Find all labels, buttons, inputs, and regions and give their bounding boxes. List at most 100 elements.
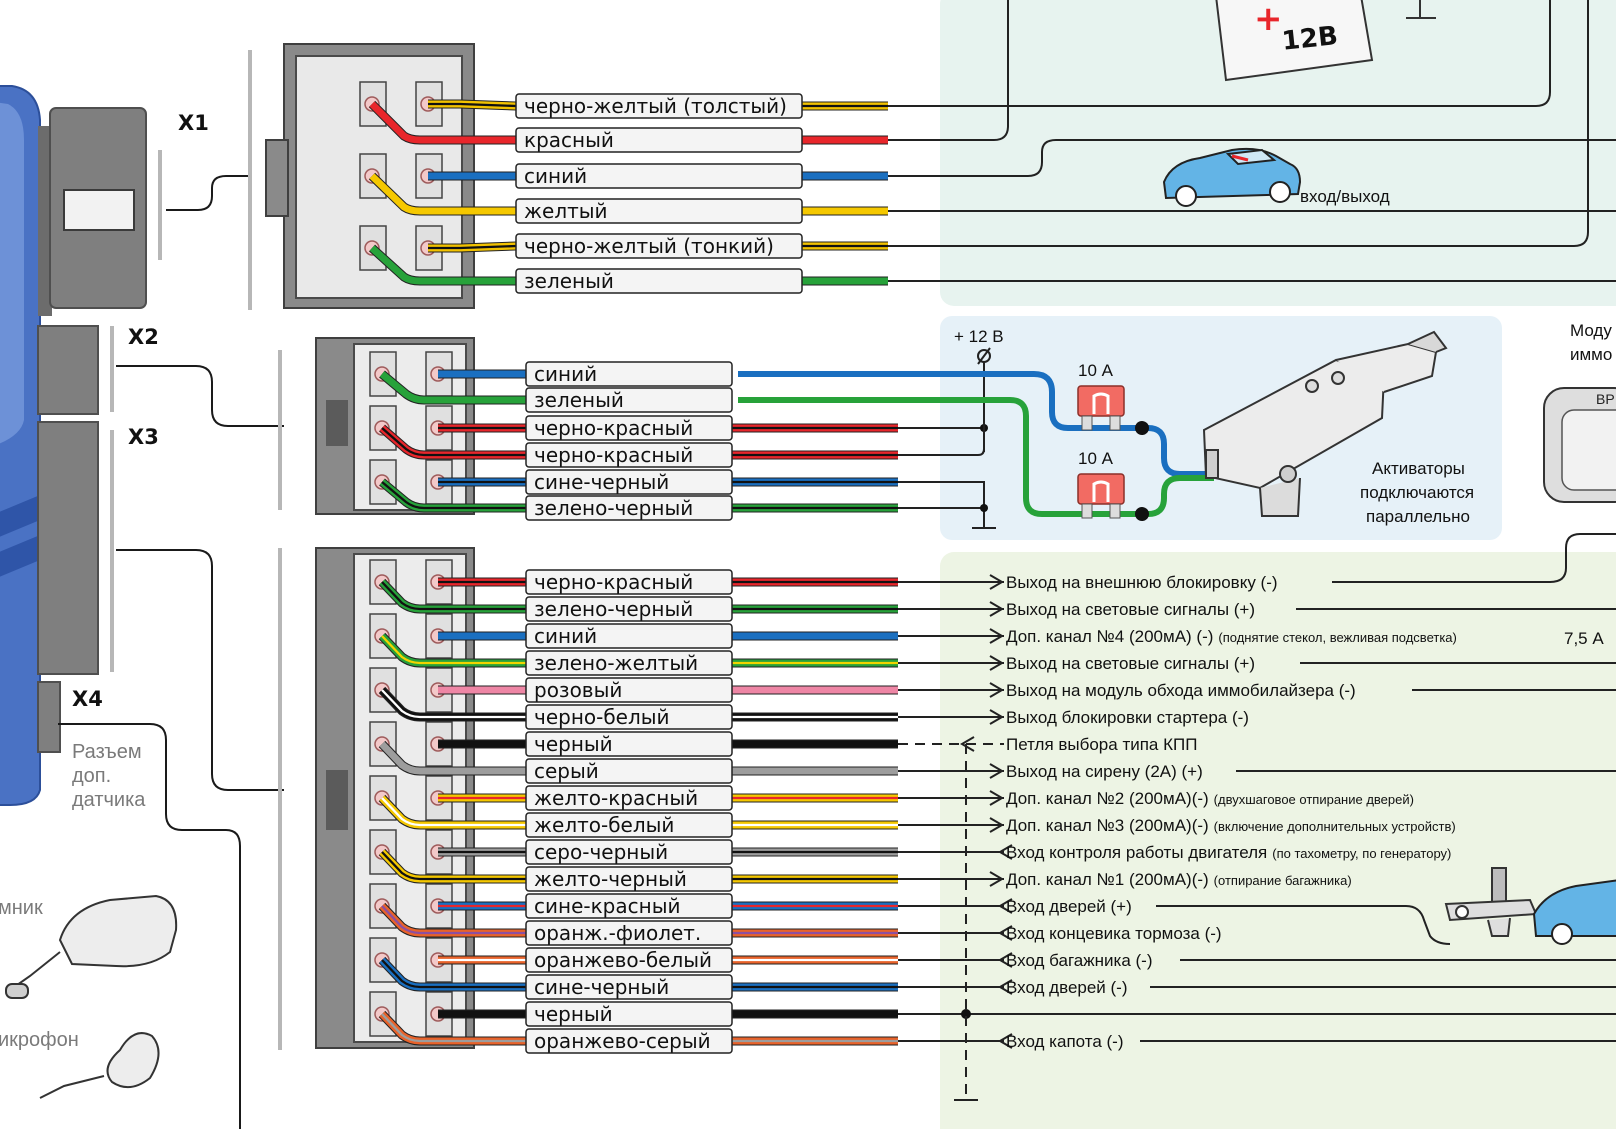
x3-output-note-8: (двухшаговое отпирание дверей): [1214, 792, 1414, 807]
x3-output-text-1: Выход на световые сигналы (+): [1006, 600, 1255, 619]
x3-output-note-9: (включение дополнительных устройств): [1214, 819, 1456, 834]
car-icon: [1162, 147, 1302, 207]
x1-wire-label-2: синий: [524, 164, 587, 188]
x3-output-text-6: Петля выбора типа КПП: [1006, 735, 1197, 754]
svg-text:+: +: [1254, 0, 1283, 39]
x3-wire-label-2-box: [525, 623, 733, 649]
x1-external-wiring: [888, 0, 1616, 282]
x3-socket: [37, 421, 99, 675]
module-label-1: Моду: [1570, 321, 1612, 340]
x3-wire-label-5: черно-белый: [534, 705, 670, 729]
x3-wire-label-5-box: [525, 704, 733, 730]
x3-wire-label-8-box: [525, 785, 733, 811]
x3-output-label-10: Вход контроля работы двигателя (по тахоме…: [1006, 843, 1451, 862]
battery-icon: + 12В: [1215, 0, 1436, 82]
fuse-label-2: 10 А: [1078, 449, 1114, 468]
car-io-label: вход/выход: [1300, 187, 1390, 206]
x3-output-text-17: Вход капота (-): [1006, 1032, 1124, 1051]
x3-wire-label-9-box: [525, 812, 733, 838]
x3-output-label-1: Выход на световые сигналы (+): [1006, 600, 1255, 619]
fuse-icon-2: [1077, 473, 1125, 519]
battery-label: 12В: [1281, 21, 1340, 57]
microphone-icon: [39, 1032, 160, 1099]
fuse-label-1: 10 А: [1078, 361, 1114, 380]
x4-caption-1: Разъем: [72, 741, 142, 763]
x3-output-text-3: Выход на световые сигналы (+): [1006, 654, 1255, 673]
x3-output-label-14: Вход багажника (-): [1006, 951, 1153, 970]
x2-wire-label-2: черно-красный: [534, 416, 693, 440]
x3-wire-11: [378, 848, 526, 884]
x2-label: X2: [128, 325, 159, 349]
x3-wire-label-8: желто-красный: [534, 786, 698, 810]
ext-line-lock: [1332, 533, 1616, 583]
x3-wire-label-15-box: [525, 974, 733, 1000]
x3-wire-label-2: синий: [534, 624, 597, 648]
x2-wire-3: [379, 424, 526, 460]
x4-caption-3: датчика: [72, 789, 146, 811]
x2-wire-label-0-box: [525, 361, 733, 387]
junction-dot: [961, 1009, 971, 1019]
x3-output-text-12: Вход дверей (+): [1006, 897, 1132, 916]
x2-wire-label-0: синий: [534, 362, 597, 386]
x3-output-label-9: Доп. канал №3 (200мА)(-)(включение допол…: [1006, 816, 1456, 835]
ext-line-doors-plus: [1156, 905, 1451, 945]
x3-output-label-17: Вход капота (-): [1006, 1032, 1124, 1051]
x3-wire-label-10: серо-черный: [534, 840, 668, 864]
x3-wire-label-3: зелено-желтый: [534, 651, 698, 675]
actuator-note-3: параллельно: [1366, 507, 1470, 526]
x3-output-label-13: Вход концевика тормоза (-): [1006, 924, 1222, 943]
x1-wire-label-4: черно-желтый (тонкий): [524, 234, 774, 258]
x3-output-text-0: Выход на внешнюю блокировку (-): [1006, 573, 1278, 592]
x3-wire-label-6: черный: [534, 732, 613, 756]
x3-wire-label-17: оранжево-серый: [534, 1029, 711, 1053]
ground-link-1: [898, 481, 985, 512]
x3-output-note-11: (отпирание багажника): [1214, 873, 1352, 888]
x3-wire-label-3-box: [525, 650, 733, 676]
current-label: 7,5 А: [1564, 629, 1604, 648]
x1-wire-label-3-box: [515, 198, 803, 224]
x3-wire-7: [378, 740, 526, 776]
module-label-2: иммо: [1570, 345, 1612, 364]
x2-wire-label-4-box: [525, 469, 733, 495]
x3-output-note-10: (по тахометру, по генератору): [1272, 846, 1451, 861]
x3-wire-label-1: зелено-черный: [534, 597, 693, 621]
x3-wire-label-7: серый: [534, 759, 599, 783]
x2-wire-label-3: черно-красный: [534, 443, 693, 467]
x3-output-text-13: Вход концевика тормоза (-): [1006, 924, 1222, 943]
x1-wire-5: [368, 244, 516, 286]
x3-output-label-4: Выход на модуль обхода иммобилайзера (-): [1006, 681, 1356, 700]
x2-wire-1: [379, 370, 526, 405]
x4-caption-2: доп.: [72, 765, 111, 787]
x4-socket: [37, 681, 61, 753]
x3-wire-label-10-box: [525, 839, 733, 865]
x3-output-text-4: Выход на модуль обхода иммобилайзера (-): [1006, 681, 1356, 700]
x3-output-text-10: Вход контроля работы двигателя: [1006, 843, 1267, 862]
x3-wire-9: [378, 794, 526, 830]
x1-wire-label-0: черно-желтый (толстый): [524, 94, 787, 118]
outputs-zone: [940, 552, 1616, 1129]
x2-wire-label-2-box: [525, 415, 733, 441]
x1-external-line-4: [888, 0, 1589, 247]
x1-wire-0: [428, 99, 517, 111]
x3-wire-label-11-box: [525, 866, 733, 892]
actuator-note-1: Активаторы: [1372, 459, 1465, 478]
arrow-right-icon: [989, 574, 1004, 590]
arrow-right-icon: [989, 817, 1004, 833]
x3-wire-3: [378, 632, 526, 668]
x3-wire-label-11: желто-черный: [534, 867, 687, 891]
x1-wire-label-5: зеленый: [524, 269, 614, 293]
arrow-right-icon: [989, 682, 1004, 698]
arrow-right-icon: [989, 709, 1004, 725]
x3-wire-label-4: розовый: [534, 678, 622, 702]
car-icon-2: [1532, 879, 1616, 945]
x3-output-label-7: Выход на сирену (2А) (+): [1006, 762, 1203, 781]
x3-output-label-5: Выход блокировки стартера (-): [1006, 708, 1249, 727]
x3-output-label-2: Доп. канал №4 (200мА) (-)(поднятие стеко…: [1006, 627, 1457, 646]
arrow-right-icon: [989, 763, 1004, 779]
arrow-right-icon: [989, 655, 1004, 671]
supply-label: + 12 В: [954, 327, 1004, 346]
x1-wire-label-2-box: [515, 163, 803, 189]
x1-external-line-1: [888, 0, 1009, 141]
arrow-right-icon: [989, 628, 1004, 644]
x3-wire-label-16: черный: [534, 1002, 613, 1026]
